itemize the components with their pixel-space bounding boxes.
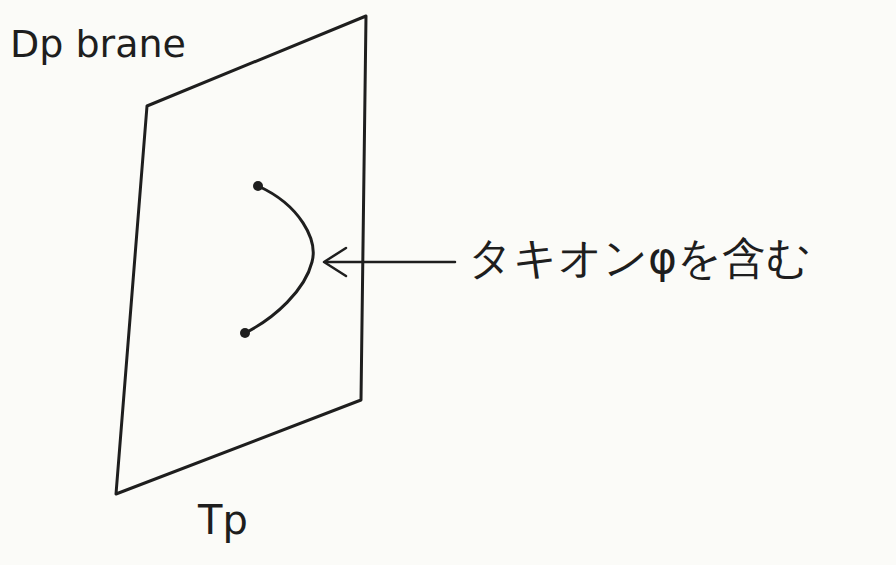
tension-label: Tp bbox=[198, 498, 248, 542]
brane-outline bbox=[116, 16, 366, 494]
leader-line bbox=[326, 261, 455, 264]
annotation-note: タキオンφを含む bbox=[468, 234, 811, 282]
string-endpoint bbox=[240, 328, 250, 338]
brane-outline bbox=[0, 0, 400, 565]
arrow-head bbox=[324, 248, 346, 276]
brane-sheet: Dp braneTp bbox=[0, 0, 400, 565]
string-endpoint bbox=[253, 181, 263, 191]
open-string bbox=[245, 186, 313, 333]
brane-label: Dp brane bbox=[10, 24, 186, 66]
